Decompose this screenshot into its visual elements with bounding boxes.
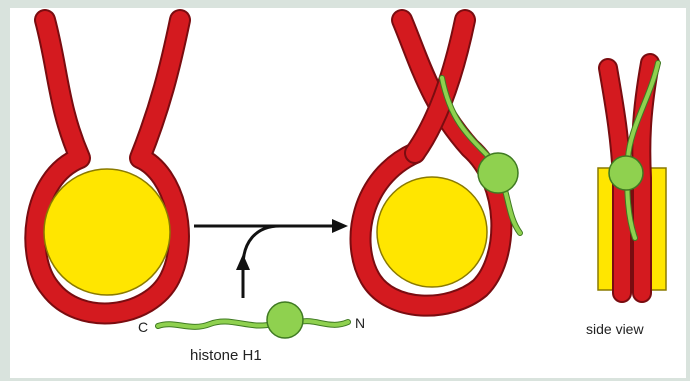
nucleosome-diagram: C N histone H1 side view [10, 8, 686, 378]
histone-h1-free: C N histone H1 [138, 302, 365, 364]
histone-h1-globular-domain [478, 153, 518, 193]
side-view-nucleosome: side view [586, 63, 666, 337]
histone-h1-globular-domain [267, 302, 303, 338]
nucleosome-with-h1 [360, 20, 520, 306]
histone-core [44, 169, 170, 295]
histone-core [377, 177, 487, 287]
nucleosome-without-h1 [35, 20, 180, 313]
side-view-label: side view [586, 321, 644, 337]
diagram-canvas: C N histone H1 side view [10, 8, 686, 378]
histone-label: histone H1 [190, 347, 262, 364]
c-terminus-label: C [138, 319, 148, 335]
histone-h1-globular-domain-side [609, 156, 643, 190]
curved-arrow-icon [194, 219, 348, 298]
n-terminus-label: N [355, 315, 365, 331]
